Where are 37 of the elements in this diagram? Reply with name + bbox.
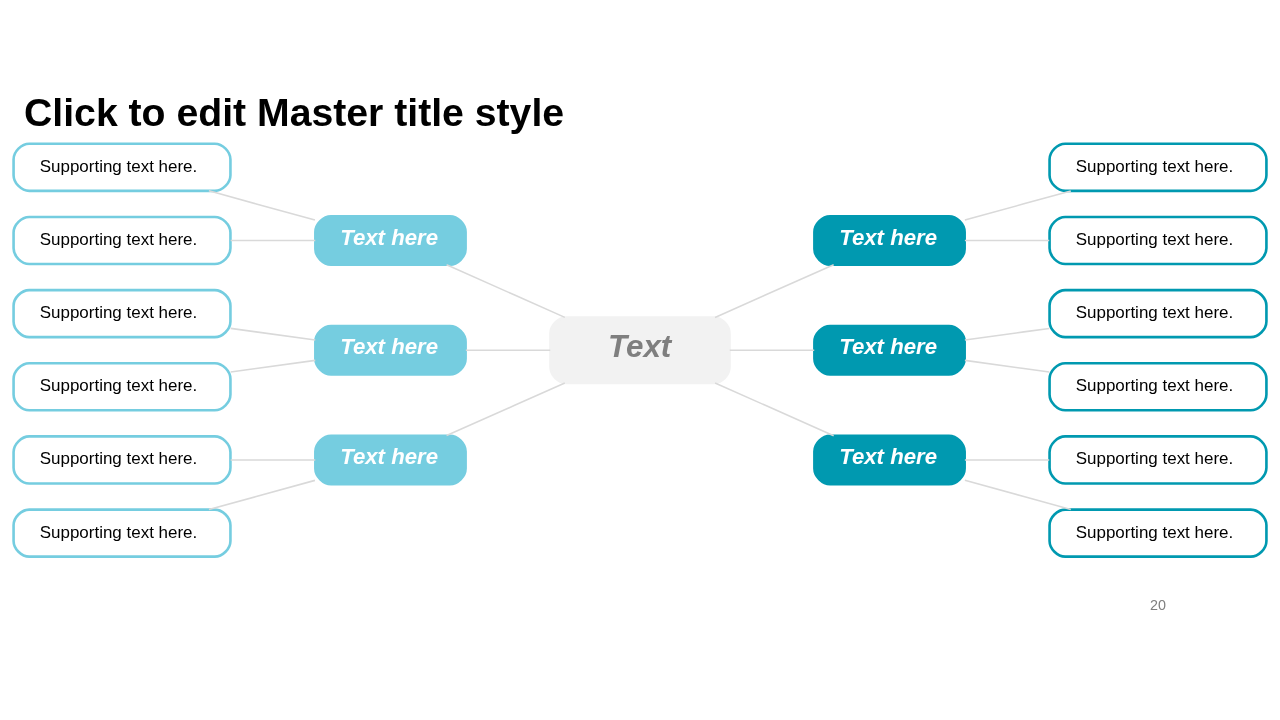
node-box: Supporting text here. — [12, 142, 232, 193]
connector — [229, 239, 317, 242]
connector — [445, 382, 566, 437]
node-box: Supporting text here. — [12, 215, 232, 266]
node-box: Supporting text here. — [12, 288, 232, 339]
node-box: Supporting text here. — [1048, 435, 1268, 485]
node-box: Text here — [813, 324, 966, 376]
node-box: Supporting text here. — [1048, 361, 1268, 412]
connector — [714, 382, 835, 437]
node-box: Text here — [813, 434, 966, 486]
connector — [229, 359, 317, 373]
label: 20 — [1150, 596, 1166, 613]
node-box: Supporting text here. — [1048, 288, 1268, 339]
node-box: Supporting text here. — [1048, 215, 1268, 266]
node-box: Supporting text here. — [1048, 508, 1268, 558]
connector — [229, 327, 317, 341]
connector — [714, 263, 835, 319]
node-box: Text here — [314, 434, 467, 486]
node-box: Text here — [813, 215, 966, 266]
node-box: Supporting text here. — [12, 361, 232, 412]
node-box: Supporting text here. — [12, 435, 232, 485]
connector — [208, 190, 316, 221]
connector — [964, 359, 1051, 373]
connector — [964, 239, 1051, 242]
node-box: Supporting text here. — [1048, 142, 1268, 193]
connector — [964, 190, 1072, 221]
node-box: Text — [549, 316, 731, 385]
connector — [964, 327, 1051, 341]
connector — [445, 264, 566, 319]
node-box: Text here — [314, 215, 467, 266]
connector — [964, 479, 1072, 511]
connector — [465, 349, 552, 351]
connector — [728, 349, 816, 351]
node-box: Text here — [314, 324, 467, 376]
node-box: Supporting text here. — [12, 508, 232, 558]
diagram-title: Click to edit Master title style — [24, 90, 565, 134]
connector — [208, 479, 316, 511]
